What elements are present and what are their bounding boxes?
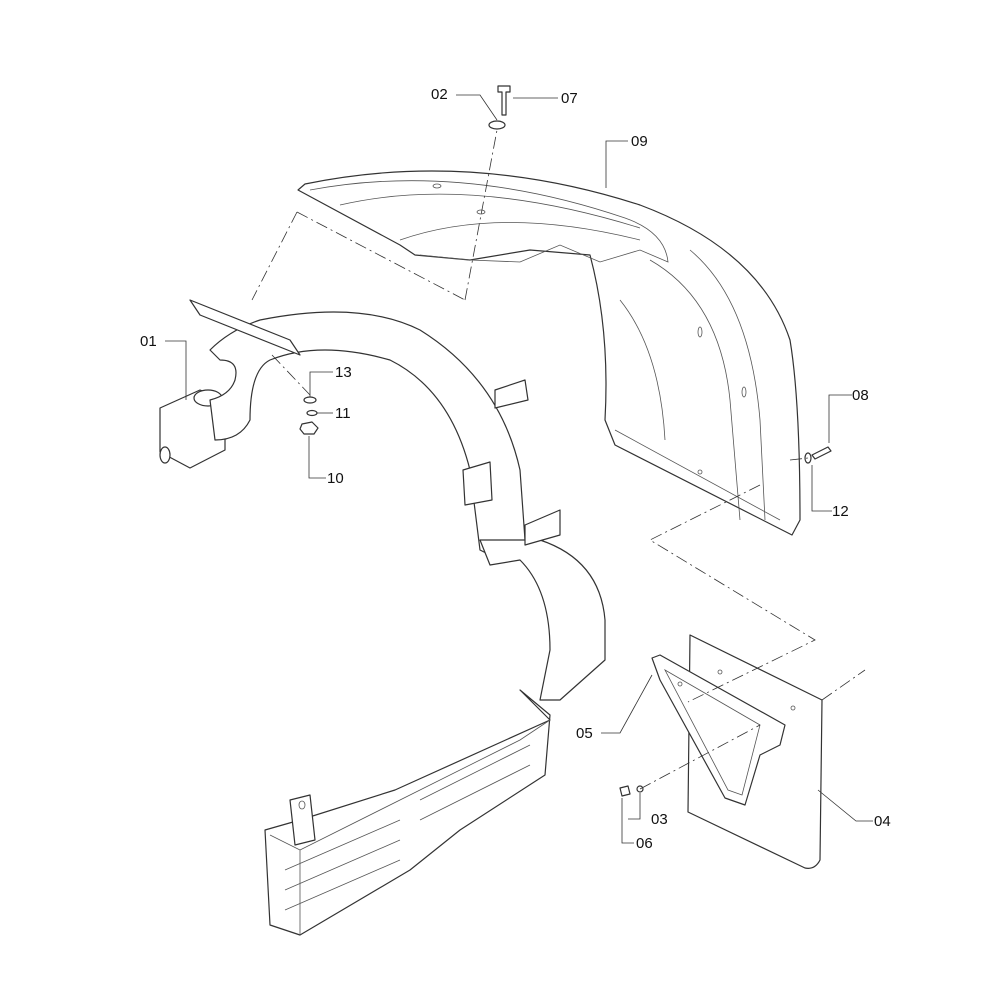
callout-04: 04 [874, 813, 891, 830]
bracket-arm-part-01 [159, 299, 606, 936]
leader-lines [165, 94, 873, 844]
callout-05: 05 [576, 725, 593, 742]
callout-09: 09 [631, 133, 648, 150]
callout-03: 03 [651, 811, 668, 828]
callout-08: 08 [852, 387, 869, 404]
fender-part-09 [297, 170, 801, 536]
callout-01: 01 [140, 333, 157, 350]
callout-02: 02 [431, 86, 448, 103]
callout-13: 13 [335, 364, 352, 381]
assembly-lines [251, 129, 866, 790]
mudflap-bracket-part-05 [651, 654, 786, 806]
callout-12: 12 [832, 503, 849, 520]
callout-11: 11 [335, 405, 351, 422]
callout-06: 06 [636, 835, 653, 852]
callout-07: 07 [561, 90, 578, 107]
callout-10: 10 [327, 470, 344, 487]
